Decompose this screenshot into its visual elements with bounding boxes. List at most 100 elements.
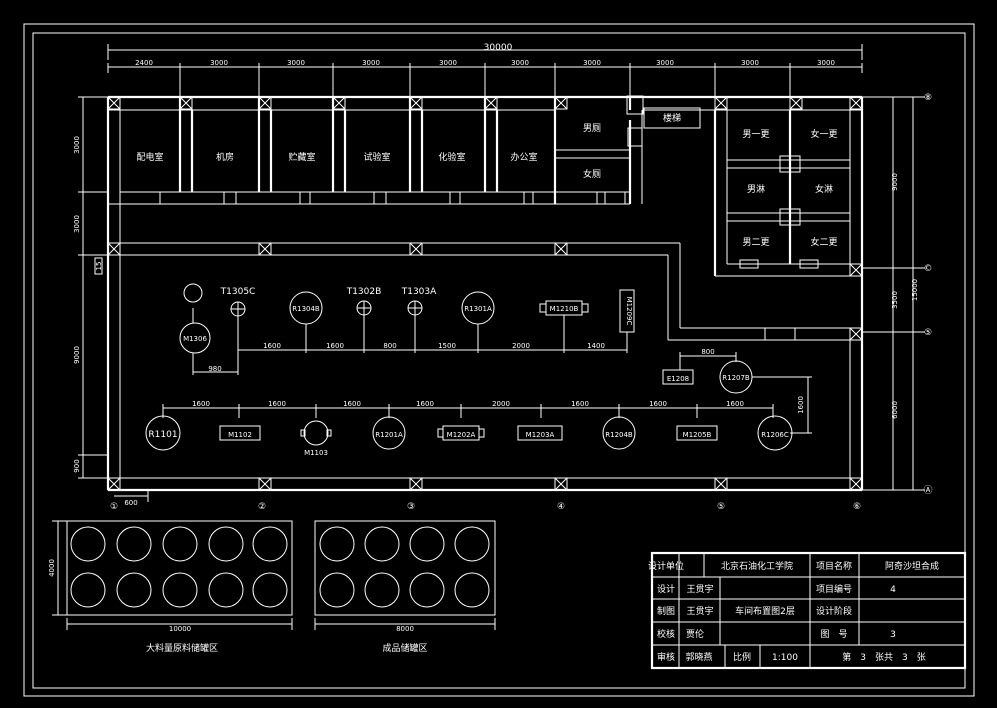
tb-project-no: 4 [890,585,896,595]
unit-m1102 [219,425,261,441]
right-dim-2: 3500 [891,291,899,309]
tag-r1101: R1101 [148,430,177,440]
bottom-dim: 600 [124,499,137,507]
room-men-shower: 男淋 [747,183,765,195]
tag-r1207b: R1207B [722,374,750,382]
axis-row-c: © [924,264,933,274]
room-women-shower: 女淋 [815,183,833,195]
room-women-change-1: 女一更 [810,128,837,140]
tag-m1203a: M1203A [526,431,555,439]
room-men-toilet: 男厕 [583,123,601,134]
axis-row-b: ⑧ [924,93,932,103]
storage-left-width: 10000 [169,625,191,633]
upper-dim-2: 1600 [263,342,281,350]
tag-m1306: M1306 [183,335,207,343]
room-office: 办公室 [510,151,537,163]
reactor-r1101 [145,415,181,451]
room-men-change-2: 男二更 [742,237,769,248]
top-dim-9: 3000 [741,59,759,67]
tb-design-unit-label: 设计单位 [648,560,684,572]
right-eq-dim-1: 800 [701,348,714,356]
tag-r1204b: R1204B [605,431,633,439]
room-power: 配电室 [136,151,163,163]
lower-dim-8: 1600 [726,400,744,408]
upper-dim-7: 1400 [587,342,605,350]
tb-project-no-label: 项目编号 [816,583,852,595]
tb-project-name-label: 项目名称 [816,560,852,572]
inner-frame [32,32,966,689]
axis-row-d: ⑤ [924,328,932,338]
left-dim-2: 3000 [73,215,81,233]
tb-scale-label: 比例 [733,651,751,663]
tb-project-name: 阿奇沙坦合成 [885,560,939,572]
tag-m1205b: M1205B [683,431,712,439]
room-women-change-2: 女二更 [810,236,837,248]
room-stairs: 楼梯 [663,112,681,124]
top-dim-4: 3000 [362,59,380,67]
tb-draw-label: 制图 [657,605,675,617]
lower-dim-5: 2000 [492,400,510,408]
tb-designer: 王贯宇 [686,583,713,595]
tb-checker: 贾伦 [686,628,704,640]
tag-m1209c: M1209C [625,297,633,326]
tb-sheet: 第 3 张共 3 张 [842,651,925,663]
upper-dim-3: 1600 [326,342,344,350]
top-dim-2: 3000 [210,59,228,67]
tb-figno-label: 图 号 [820,629,847,640]
left-dim-3: 9000 [73,346,81,364]
tag-r1201a: R1201A [375,431,403,439]
tb-review-label: 审核 [657,651,675,663]
axis-col-2: ② [258,502,266,512]
tag-m1210b: M1210B [550,305,579,313]
right-eq-dim-2: 1600 [797,396,805,414]
top-dim-5: 3000 [439,59,457,67]
top-dim-1: 2400 [135,59,153,67]
tb-design-unit: 北京石油化工学院 [721,560,793,572]
reactor-r1201a [372,416,406,450]
left-dim-1: 3000 [73,136,81,154]
tag-e1208: E1208 [667,375,689,383]
room-women-toilet: 女厕 [583,168,601,180]
lower-dim-7: 1600 [649,400,667,408]
room-test: 试验室 [363,151,390,163]
room-machine: 机房 [216,151,234,163]
top-dim-8: 3000 [656,59,674,67]
storage-area-raw [66,520,293,616]
unit-e1208 [662,369,694,385]
equipment-upper-row: M1306 T1305C R1304B T1302B T1303A R1301A… [179,283,635,354]
vessel-m1306 [179,322,211,354]
tag-r1301a: R1301A [464,305,492,313]
top-dim-7: 3000 [583,59,601,67]
axis-col-3: ③ [407,502,415,512]
tag-t1305c: T1305C [220,287,256,297]
tag-m1103: M1103 [304,449,328,457]
top-dim-6: 3000 [511,59,529,67]
title-block [650,551,967,670]
tb-stage-label: 设计阶段 [816,605,852,617]
storage-left-label: 大料量原料储罐区 [146,642,218,654]
storage-right-width: 8000 [396,625,414,633]
storage-right-label: 成品储罐区 [382,642,427,654]
axis-col-6: ⑥ [853,502,861,512]
left-dim-4: 900 [73,459,81,472]
overall-dimension: 30000 [484,43,513,53]
upper-dim-4: 800 [383,342,396,350]
stair-box [643,107,701,129]
tag-t1303a: T1303A [401,287,437,297]
tb-figno: 3 [890,630,896,640]
room-men-change-1: 男一更 [742,129,769,140]
lower-dim-2: 1600 [268,400,286,408]
reactor-r1204b [602,416,636,450]
axis-col-1: ① [110,502,118,512]
left-small-dim: 15 [95,262,103,271]
tb-check-label: 校核 [657,628,675,640]
tag-r1206c: R1206C [761,431,789,439]
lower-dim-6: 1600 [571,400,589,408]
right-dim-total: 15000 [911,279,919,301]
storage-left-height: 4000 [48,559,56,577]
axis-row-a: Ⓐ [923,485,932,496]
vessel-m1103 [303,420,329,446]
upper-dim-1: 980 [208,365,221,373]
tag-m1202a: M1202A [447,431,476,439]
top-dim-10: 3000 [817,59,835,67]
